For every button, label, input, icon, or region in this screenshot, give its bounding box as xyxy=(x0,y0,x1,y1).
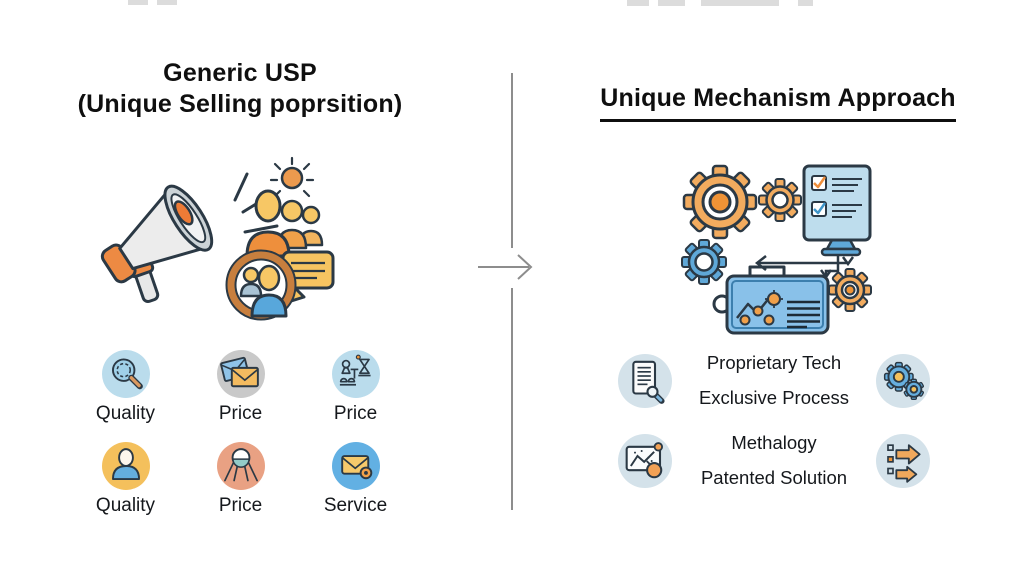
feature-label: Proprietary Tech xyxy=(706,352,842,373)
feature-label: Exclusive Process xyxy=(698,387,850,408)
feature-label: Methalogy xyxy=(731,432,817,453)
feature-label: Service xyxy=(323,495,388,516)
megaphone-announcement-illustration xyxy=(100,156,335,321)
mechanism-row-1: Proprietary Tech Exclusive Process xyxy=(618,352,930,409)
divider-arrow xyxy=(478,73,533,510)
envelopes-icon xyxy=(216,350,265,398)
feature-label: Price xyxy=(333,403,378,424)
feature-quality-1: Quality xyxy=(68,350,183,425)
cropped-text-artifact xyxy=(798,0,813,6)
mechanism-labels-1: Proprietary Tech Exclusive Process xyxy=(672,352,876,409)
feature-price-1: Price xyxy=(183,350,298,425)
left-title: Generic USP (Unique Selling poprsition) xyxy=(40,58,440,120)
right-arrow-icon xyxy=(478,254,533,280)
chess-strategy-icon xyxy=(331,350,380,398)
feature-service: Service xyxy=(298,442,413,517)
feature-label: Patented Solution xyxy=(700,467,848,488)
feature-label: Quality xyxy=(95,403,156,424)
mechanism-feature-list: Proprietary Tech Exclusive Process xyxy=(618,352,930,489)
mechanism-labels-2: Methalogy Patented Solution xyxy=(672,432,876,489)
document-magnifier-icon xyxy=(618,353,672,408)
cropped-text-artifact xyxy=(701,0,779,6)
checklist-monitor-icon xyxy=(802,164,872,257)
feature-label: Quality xyxy=(95,495,156,516)
testimonial-badge-icon xyxy=(225,249,335,321)
easel-gauge-icon xyxy=(216,442,265,490)
feature-label: Price xyxy=(218,495,263,516)
cropped-text-artifact xyxy=(658,0,685,6)
chart-balloon-icon xyxy=(618,433,672,488)
gears-process-flow-illustration xyxy=(681,164,872,335)
left-title-line1: Generic USP xyxy=(163,59,317,87)
cropped-text-artifact xyxy=(128,0,148,5)
feature-label: Price xyxy=(218,403,263,424)
large-gear-icon xyxy=(682,164,758,240)
audience-group-icon xyxy=(245,189,324,258)
feature-price-3: Price xyxy=(183,442,298,517)
feature-quality-2: Quality xyxy=(68,442,183,517)
left-title-line2: (Unique Selling poprsition) xyxy=(77,90,403,118)
right-title: Unique Mechanism Approach xyxy=(578,84,978,122)
magnifier-icon xyxy=(101,350,150,398)
cropped-text-artifact xyxy=(157,0,177,5)
flow-arrows-icon xyxy=(876,433,930,488)
sun-icon xyxy=(269,156,315,198)
small-gear-icon xyxy=(828,268,872,312)
small-gear-icon xyxy=(758,178,802,222)
usp-feature-grid: Quality Price xyxy=(68,350,413,517)
person-icon xyxy=(101,442,150,490)
mechanism-row-2: Methalogy Patented Solution xyxy=(618,432,930,489)
feature-price-2: Price xyxy=(298,350,413,425)
blue-gear-icon xyxy=(681,239,727,285)
blue-gears-icon xyxy=(876,353,930,408)
cropped-text-artifact xyxy=(627,0,649,6)
dashboard-panel-icon xyxy=(712,265,830,335)
right-title-text: Unique Mechanism Approach xyxy=(600,84,956,122)
mail-badge-icon xyxy=(331,442,380,490)
